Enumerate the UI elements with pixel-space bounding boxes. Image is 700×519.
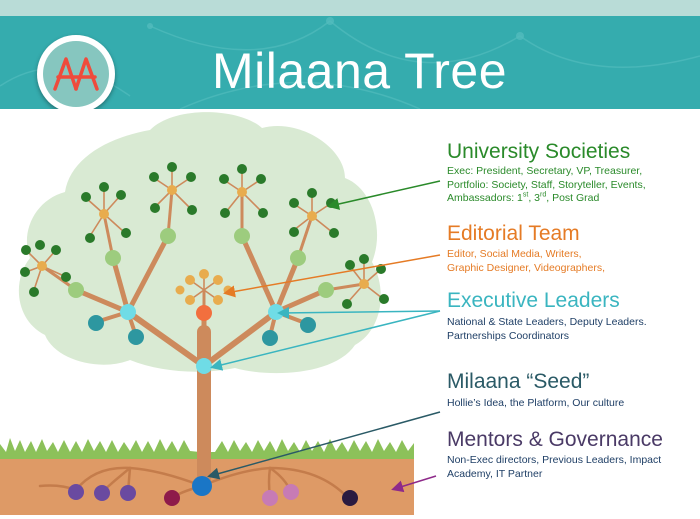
executive-nodes <box>120 304 284 374</box>
branch-nodes <box>68 228 334 298</box>
university-arrow <box>327 180 441 210</box>
top-strip <box>0 0 700 16</box>
executive-leaders-desc: National & State Leaders, Deputy Leaders… <box>447 316 647 343</box>
seed-arrow <box>207 411 441 480</box>
editorial-team-title: Editorial Team <box>447 222 580 245</box>
mentors-governance-desc: Non-Exec directors, Previous Leaders, Im… <box>447 454 661 481</box>
page-title: Milaana Tree <box>212 43 508 99</box>
mentors-governance-title: Mentors & Governance <box>447 428 663 451</box>
editorial-team-desc: Editor, Social Media, Writers, Graphic D… <box>447 248 605 275</box>
executive-leaders-title: Executive Leaders <box>447 289 620 312</box>
executive-leaders-line: National & State Leaders, Deputy Leaders… <box>447 316 647 328</box>
mentor-root-nodes <box>68 484 358 506</box>
mentors-arrow <box>391 475 437 493</box>
university-societies-line: Portfolio: Society, Staff, Storyteller, … <box>447 178 646 191</box>
milaana-seed-title: Milaana “Seed” <box>447 370 590 393</box>
university-ambassadors-line: Ambassadors: 1st, 3rd, Post Grad <box>447 191 600 205</box>
editorial-arrow <box>223 254 441 298</box>
executive-arrow-top <box>277 306 441 319</box>
teal-nodes <box>88 315 316 346</box>
header-network-pattern <box>0 17 700 109</box>
milaana-seed-desc: Hollie’s Idea, the Platform, Our culture <box>447 397 624 411</box>
leaves <box>20 162 389 309</box>
seed-node <box>192 476 212 496</box>
editorial-team-line: Editor, Social Media, Writers, <box>447 248 582 260</box>
executive-arrow-bottom <box>210 310 441 371</box>
executive-leaders-line: Partnerships Coordinators <box>447 329 569 342</box>
university-societies-desc: Exec: President, Secretary, VP, Treasure… <box>447 165 646 206</box>
editorial-team-line: Graphic Designer, Videographers, <box>447 261 605 274</box>
university-societies-title: University Societies <box>447 140 631 163</box>
editorial-node <box>196 305 212 321</box>
mentors-governance-line: Non-Exec directors, Previous Leaders, Im… <box>447 454 662 466</box>
pointer-arrows <box>207 180 441 493</box>
milaana-logo <box>37 35 115 109</box>
header-banner: Milaana Tree <box>0 16 700 109</box>
university-societies-line: Exec: President, Secretary, VP, Treasure… <box>447 165 643 177</box>
mentors-governance-line: Academy, IT Partner <box>447 467 543 480</box>
milaana-aa-logo-icon <box>43 41 109 107</box>
grass <box>0 438 414 459</box>
milaana-seed-line: Hollie’s Idea, the Platform, Our culture <box>447 397 625 409</box>
